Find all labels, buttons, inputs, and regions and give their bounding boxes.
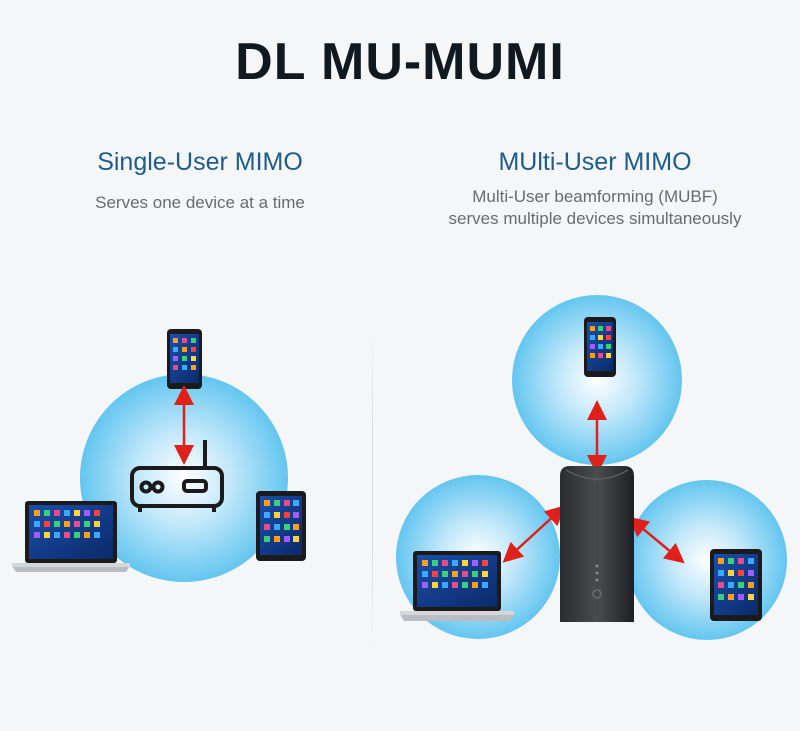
tablet-icon <box>710 549 762 621</box>
smartphone-icon <box>584 317 616 377</box>
multi-user-description: Multi-User beamforming (MUBF) serves mul… <box>410 186 780 230</box>
laptop-icon <box>400 551 514 621</box>
router-icon <box>130 440 224 512</box>
single-user-signal-bubble <box>80 374 288 582</box>
multi-user-arrow-left <box>502 505 566 563</box>
multi-user-bubble-right <box>627 480 787 640</box>
single-user-description: Serves one device at a time <box>95 193 305 212</box>
access-point-tower-icon <box>560 466 634 622</box>
multi-user-description-line1: Multi-User beamforming (MUBF) <box>472 187 718 206</box>
page-title: DL MU-MUMI <box>235 33 565 91</box>
multi-user-bubble-top <box>512 295 682 465</box>
multi-user-heading: MUlti-User MIMO <box>498 148 692 176</box>
laptop-icon <box>12 501 130 572</box>
single-user-heading: Single-User MIMO <box>97 148 303 176</box>
tablet-icon <box>256 491 306 561</box>
multi-user-arrow-right <box>628 516 685 564</box>
smartphone-icon <box>167 329 202 389</box>
panel-divider <box>372 330 373 650</box>
multi-user-description-line2: serves multiple devices simultaneously <box>448 209 742 228</box>
